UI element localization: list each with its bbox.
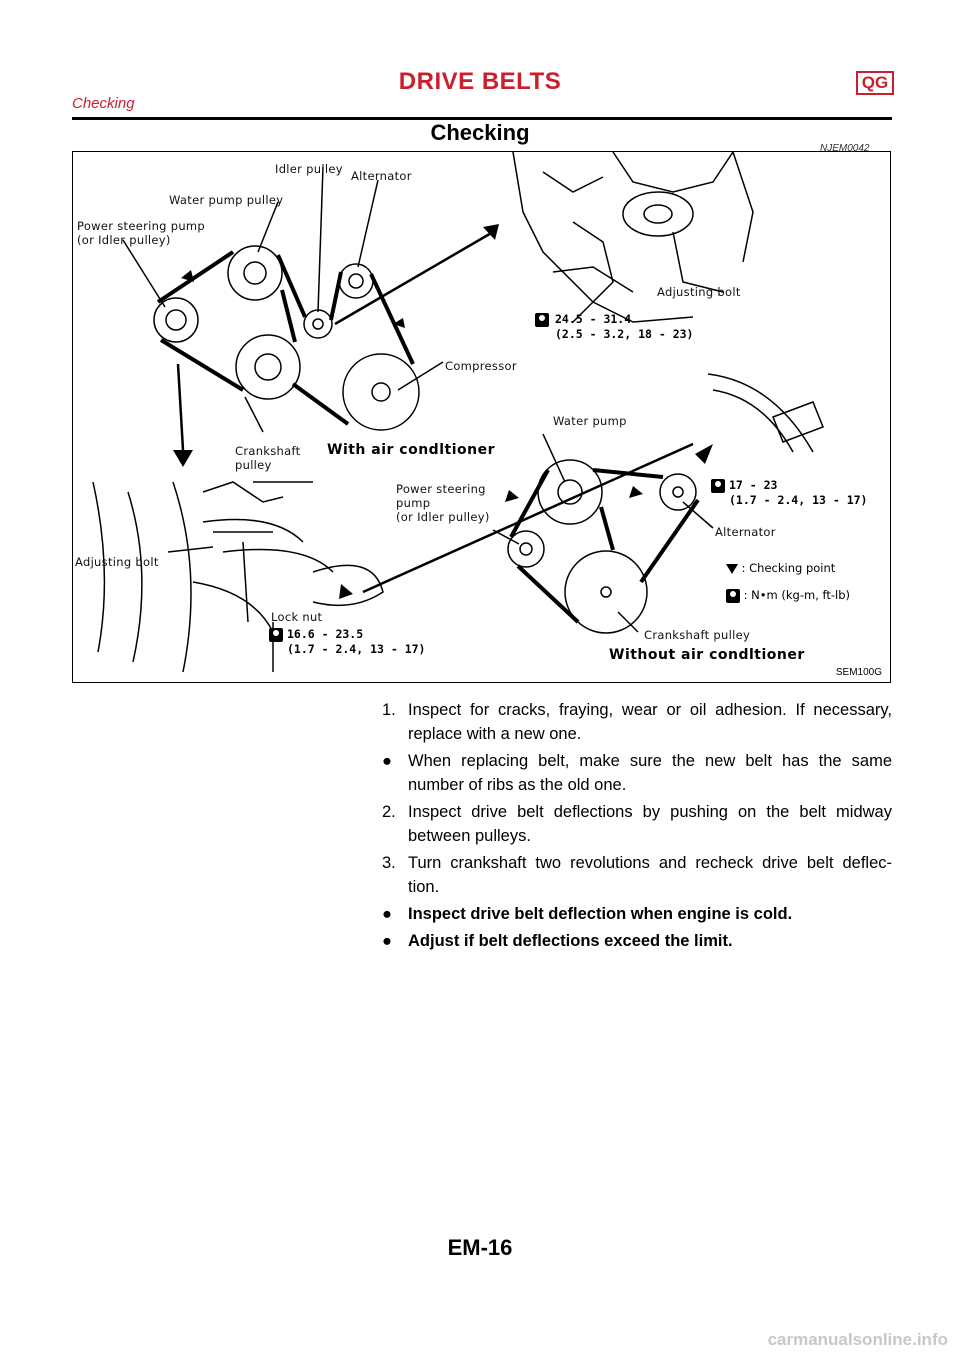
torque-wrench-icon <box>269 628 283 642</box>
torque-value-ac: 24.5 - 31.4 (2.5 - 3.2, 18 - 23) <box>555 312 694 341</box>
label-ps-pump-ac: Power steering pump (or Idler pulley) <box>77 219 206 247</box>
compressor-pulley-ac <box>342 353 420 431</box>
label-adjusting-bolt-ac: Adjusting bolt <box>657 285 741 299</box>
item-text: Inspect for cracks, fraying, wear or oil… <box>408 701 892 743</box>
torque-wrench-icon <box>535 313 549 327</box>
label-idler-pulley: Idler pulley <box>275 162 343 176</box>
header-rule <box>72 117 892 120</box>
item-marker: 3. <box>382 854 396 872</box>
alternator-pulley-ac <box>338 263 374 299</box>
legend-units: : N•m (kg-m, ft-lb) <box>711 574 850 617</box>
header-subtitle: Checking <box>72 95 135 112</box>
label-ps-pump-noac: Power steering pump (or Idler pulley) <box>396 482 490 524</box>
item-marker: 2. <box>382 803 396 821</box>
torque-value-alternator: 17 - 23 (1.7 - 2.4, 13 - 17) <box>729 478 868 507</box>
header-title: DRIVE BELTS <box>398 68 562 95</box>
label-alternator-ac: Alternator <box>351 169 412 183</box>
section-title: Checking <box>430 120 530 145</box>
torque-value-lock-nut: 16.6 - 23.5 (1.7 - 2.4, 13 - 17) <box>287 627 426 656</box>
item-marker: ● <box>382 932 392 950</box>
label-compressor: Compressor <box>445 359 517 373</box>
section-code: NJEM0042 <box>820 143 870 154</box>
label-crankshaft-pulley-noac: Crankshaft pulley <box>644 628 751 642</box>
footer-watermark: carmanualsonline.info <box>767 1330 948 1349</box>
instructions-list: 1. Inspect for cracks, fraying, wear or … <box>382 698 892 956</box>
crankshaft-pulley-noac <box>564 550 648 634</box>
belt-diagram-drawing <box>92 152 824 673</box>
label-water-pump: Water pump <box>553 414 627 428</box>
idler-pulley-ac <box>303 309 333 339</box>
item-text: Inspect drive belt deflection when engin… <box>408 905 793 923</box>
page-number: EM-16 <box>447 1235 513 1260</box>
label-adjusting-bolt-noac: Adjusting bolt <box>75 555 159 569</box>
legend-checking-point-text: : Checking point <box>741 561 836 575</box>
caption-without-ac: Without air condltioner <box>609 647 805 663</box>
ps-pulley-ac <box>153 297 199 343</box>
belt-diagram: Idler pulley Alternator Water pump pulle… <box>72 151 891 683</box>
alternator-pulley-noac <box>659 473 697 511</box>
label-water-pump-pulley: Water pump pulley <box>169 193 284 207</box>
torque-wrench-icon <box>711 479 725 493</box>
ps-pulley-noac <box>507 530 545 568</box>
item-marker: ● <box>382 905 392 923</box>
label-crankshaft-pulley-ac: Crankshaft pulley <box>235 444 301 472</box>
legend-units-text: : N•m (kg-m, ft-lb) <box>743 588 850 602</box>
item-marker: 1. <box>382 701 396 719</box>
water-pump-pulley-ac <box>227 245 283 301</box>
item-text: Inspect drive belt deflections by pushin… <box>408 803 892 845</box>
instruction-item: 2. Inspect drive belt deflections by pus… <box>382 800 892 848</box>
label-lock-nut: Lock nut <box>271 610 323 624</box>
header-badge: QG <box>856 71 894 95</box>
instruction-item: ● Adjust if belt deflections exceed the … <box>382 929 892 953</box>
item-marker: ● <box>382 752 392 770</box>
legend-checking-point: : Checking point <box>711 547 835 589</box>
figure-code: SEM100G <box>835 667 882 678</box>
item-text: Turn crankshaft two revolutions and rech… <box>408 854 892 896</box>
instruction-item: ● When replacing belt, make sure the new… <box>382 749 892 797</box>
water-pump-pulley-noac <box>537 459 603 525</box>
instruction-item: 1. Inspect for cracks, fraying, wear or … <box>382 698 892 746</box>
instruction-item: ● Inspect drive belt deflection when eng… <box>382 902 892 926</box>
item-text: Adjust if belt deflections exceed the li… <box>408 932 733 950</box>
label-alternator-noac: Alternator <box>715 525 776 539</box>
instruction-item: 3. Turn crankshaft two revolutions and r… <box>382 851 892 899</box>
crankshaft-pulley-ac <box>235 334 301 400</box>
torque-wrench-icon <box>725 588 740 603</box>
checking-point-icon <box>725 563 738 574</box>
item-text: When replacing belt, make sure the new b… <box>408 752 892 794</box>
caption-with-ac: With air condltioner <box>327 442 495 458</box>
